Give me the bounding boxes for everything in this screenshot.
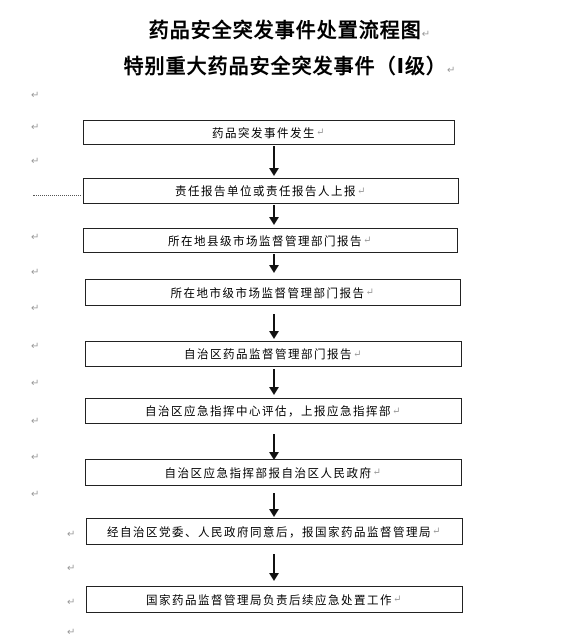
- flow-arrow: [269, 314, 279, 339]
- paragraph-mark-icon: ↵: [31, 341, 40, 352]
- paragraph-mark-icon: ↵: [31, 122, 40, 133]
- flow-step-4: 所在地市级市场监督管理部门报告↵: [85, 279, 461, 306]
- paragraph-mark-icon: ↵: [432, 526, 442, 537]
- flow-arrow: [269, 205, 279, 225]
- paragraph-mark-icon: ↵: [353, 348, 363, 360]
- paragraph-mark-icon: ↵: [31, 378, 40, 389]
- paragraph-mark-icon: ↵: [31, 156, 40, 167]
- paragraph-mark-icon: ↵: [67, 597, 76, 608]
- paragraph-mark-icon: ↵: [31, 267, 40, 278]
- paragraph-mark-icon: ↵: [31, 90, 40, 101]
- paragraph-mark-icon: ↵: [67, 563, 76, 574]
- paragraph-mark-icon: ↵: [31, 416, 40, 427]
- flow-step-6: 自治区应急指挥中心评估，上报应急指挥部↵: [85, 398, 462, 424]
- flow-arrow: [269, 554, 279, 581]
- flow-arrow: [269, 369, 279, 395]
- flow-arrow: [269, 493, 279, 517]
- page-title: 药品安全突发事件处置流程图↵: [148, 18, 432, 42]
- flow-step-5: 自治区药品监督管理部门报告↵: [85, 341, 462, 367]
- flow-step-8: 经自治区党委、人民政府同意后，报国家药品监督管理局↵: [86, 518, 463, 545]
- paragraph-mark-icon: ↵: [31, 303, 40, 314]
- paragraph-mark-icon: ↵: [31, 232, 40, 243]
- flow-arrow: [269, 434, 279, 460]
- paragraph-mark-icon: ↵: [363, 235, 373, 246]
- flow-step-1: 药品突发事件发生↵: [83, 120, 455, 145]
- paragraph-mark-icon: ↵: [365, 287, 376, 298]
- paragraph-mark-icon: ↵: [31, 452, 40, 463]
- paragraph-mark-icon: ↵: [393, 594, 403, 605]
- paragraph-mark-icon: ↵: [67, 529, 76, 540]
- paragraph-mark-icon: ↵: [357, 185, 367, 197]
- paragraph-mark-icon: ↵: [447, 65, 457, 76]
- page-subtitle: 特别重大药品安全突发事件（Ⅰ级）↵: [123, 54, 457, 78]
- dotted-leader: [33, 195, 81, 196]
- flow-step-9: 国家药品监督管理局负责后续应急处置工作↵: [86, 586, 463, 613]
- flow-arrow: [269, 146, 279, 176]
- paragraph-mark-icon: ↵: [67, 627, 76, 638]
- paragraph-mark-icon: ↵: [421, 29, 432, 40]
- flow-arrow: [269, 254, 279, 273]
- paragraph-mark-icon: ↵: [316, 127, 326, 138]
- flow-step-7: 自治区应急指挥部报自治区人民政府↵: [85, 459, 462, 486]
- flow-step-2: 责任报告单位或责任报告人上报↵: [83, 178, 459, 204]
- paragraph-mark-icon: ↵: [392, 405, 402, 417]
- paragraph-mark-icon: ↵: [372, 467, 383, 478]
- flow-step-3: 所在地县级市场监督管理部门报告↵: [83, 228, 458, 253]
- paragraph-mark-icon: ↵: [31, 489, 40, 500]
